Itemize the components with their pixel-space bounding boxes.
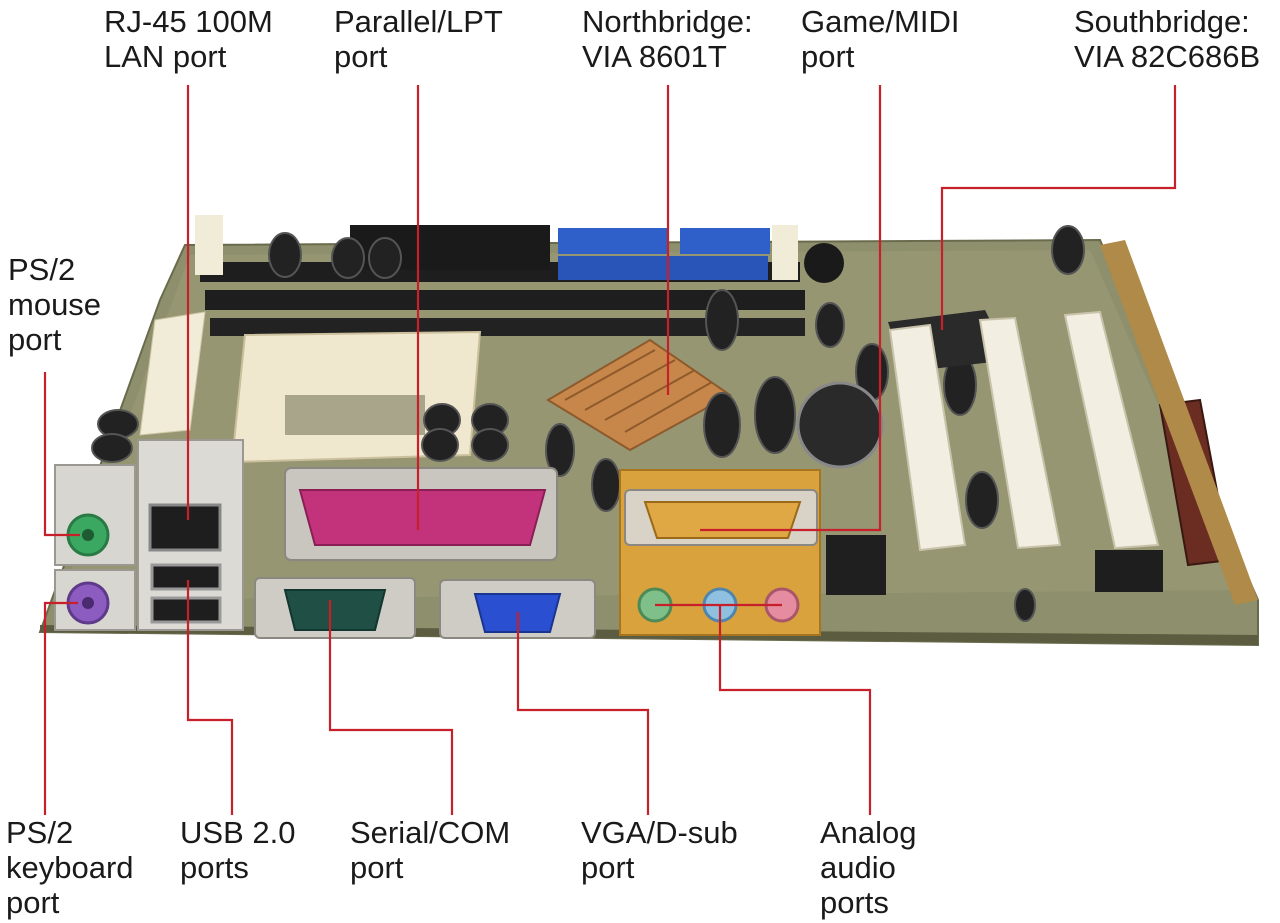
dimm-slot-3 xyxy=(210,318,805,336)
board-side-edge xyxy=(1100,240,1258,605)
capacitors xyxy=(91,225,1085,622)
label-northbridge: Northbridge:VIA 8601T xyxy=(582,4,753,74)
leader-audio-down xyxy=(718,605,872,815)
serial-port xyxy=(283,589,387,631)
usb-port-2 xyxy=(150,596,222,624)
ide-connector-1 xyxy=(558,228,668,254)
game-midi-port xyxy=(643,501,802,539)
atx-power-block xyxy=(826,535,886,595)
cmos-battery xyxy=(796,381,884,469)
leader-usb xyxy=(186,580,234,815)
leader-ps2-keyboard xyxy=(43,601,78,815)
dimm-slot-2 xyxy=(205,290,805,310)
leader-southbridge xyxy=(940,85,1177,330)
usb-port-1 xyxy=(150,563,222,591)
dimm-latch-left xyxy=(195,215,223,275)
pci-slot-1 xyxy=(888,323,967,552)
leader-vga xyxy=(516,612,650,815)
leader-game-midi xyxy=(700,85,882,532)
leader-serial xyxy=(328,600,454,815)
leader-ps2-mouse xyxy=(43,372,80,537)
pci-slot-3 xyxy=(1063,310,1160,550)
leader-lines xyxy=(43,85,1177,815)
io-chip xyxy=(1095,550,1163,592)
ide-connector-2 xyxy=(680,228,770,254)
cpu-socket-pins xyxy=(285,395,425,435)
rj45-port xyxy=(148,503,222,552)
label-southbridge: Southbridge:VIA 82C686B xyxy=(1074,4,1261,74)
dimm-latch-right xyxy=(772,225,798,280)
buzzer xyxy=(804,243,844,283)
pci-slot-2 xyxy=(978,316,1062,550)
ide-connector-3 xyxy=(558,256,768,280)
parallel-port xyxy=(298,489,547,546)
